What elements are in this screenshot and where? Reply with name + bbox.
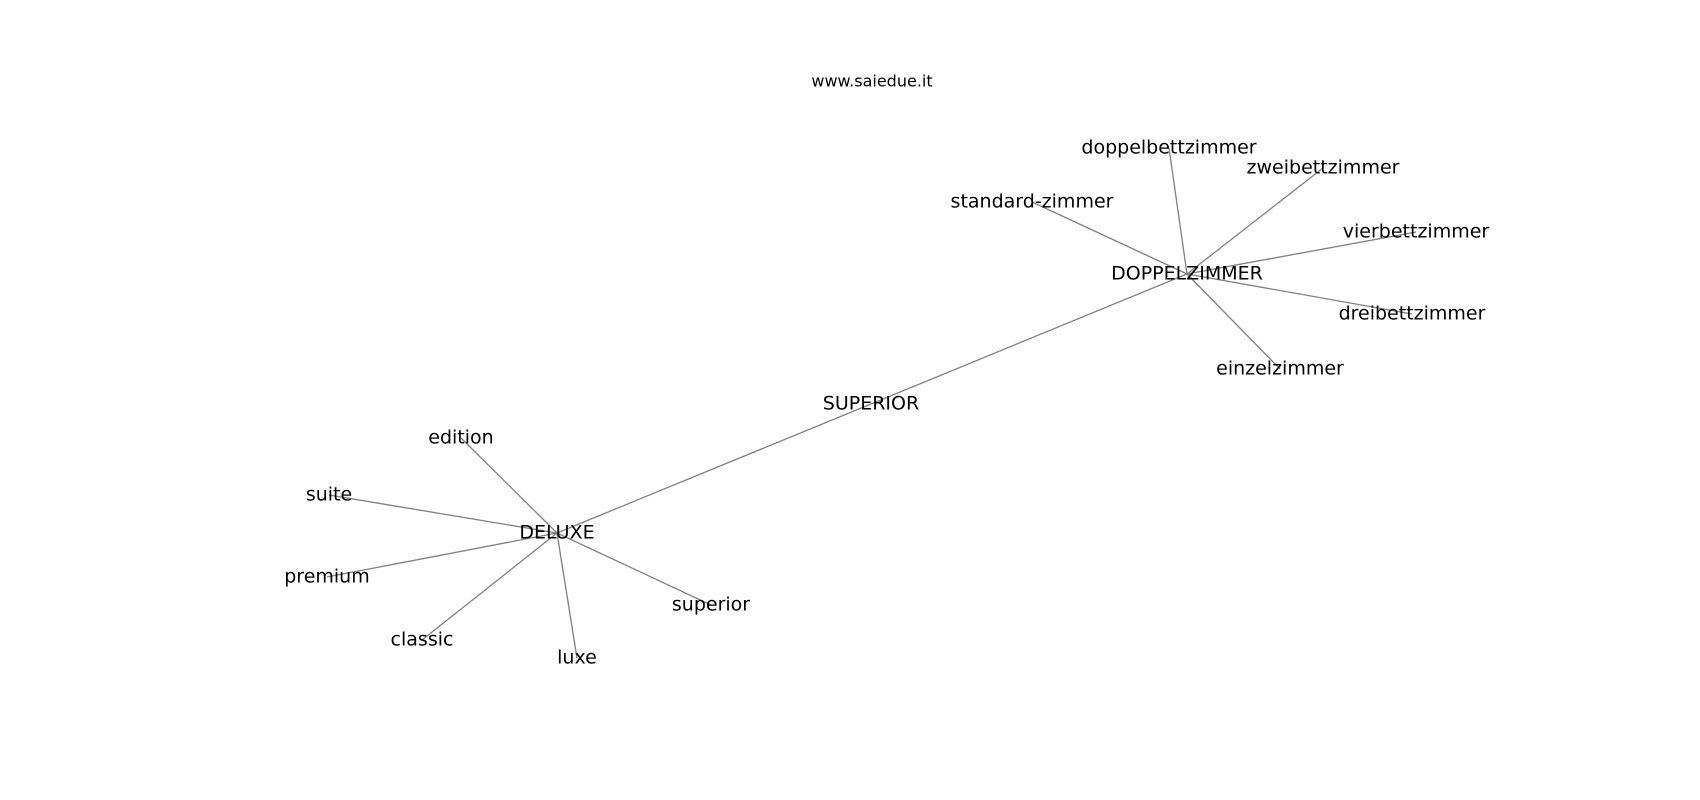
node-label-suite: suite — [306, 484, 352, 506]
edge-doppelzimmer-vierbettzimmer — [1186, 231, 1417, 275]
edge-doppelzimmer-einzelzimmer — [1186, 273, 1281, 370]
node-label-zweibettzimmer: zweibettzimmer — [1247, 157, 1400, 179]
edge-doppelzimmer-standard-zimmer — [1031, 201, 1188, 275]
node-label-doppelzimmer: DOPPELZIMMER — [1111, 263, 1263, 285]
edge-deluxe-edition — [460, 437, 558, 534]
edge-doppelzimmer-dreibettzimmer — [1186, 273, 1413, 315]
node-label-standard-zimmer: standard-zimmer — [951, 191, 1114, 213]
node-label-einzelzimmer: einzelzimmer — [1216, 358, 1344, 380]
edge-superior-deluxe — [556, 403, 872, 534]
node-label-edition: edition — [428, 427, 493, 449]
node-label-premium: premium — [284, 566, 369, 588]
edge-doppelzimmer-zweibettzimmer — [1186, 167, 1324, 275]
graph-title: www.saiedue.it — [811, 72, 932, 91]
edge-deluxe-premium — [326, 532, 558, 578]
edge-deluxe-suite — [328, 494, 558, 534]
edge-deluxe-superior — [556, 532, 712, 606]
node-label-vierbettzimmer: vierbettzimmer — [1343, 221, 1490, 243]
edge-deluxe-luxe — [556, 532, 578, 659]
node-label-dreibettzimmer: dreibettzimmer — [1339, 303, 1486, 325]
node-label-luxe: luxe — [557, 647, 597, 669]
node-layer: SUPERIOR DOPPELZIMMER DELUXE doppelbettzimm… — [284, 137, 1489, 669]
edge-superior-doppelzimmer — [870, 273, 1188, 405]
node-label-classic: classic — [391, 629, 454, 651]
node-label-doppelbettzimmer: doppelbettzimmer — [1081, 137, 1256, 159]
edge-doppelzimmer-doppelbettzimmer — [1168, 147, 1188, 275]
node-label-deluxe: DELUXE — [519, 522, 594, 544]
node-label-superior: SUPERIOR — [823, 393, 919, 415]
node-label-superior: superior — [672, 594, 750, 616]
edge-deluxe-classic — [421, 532, 558, 641]
edge-layer — [326, 147, 1417, 659]
